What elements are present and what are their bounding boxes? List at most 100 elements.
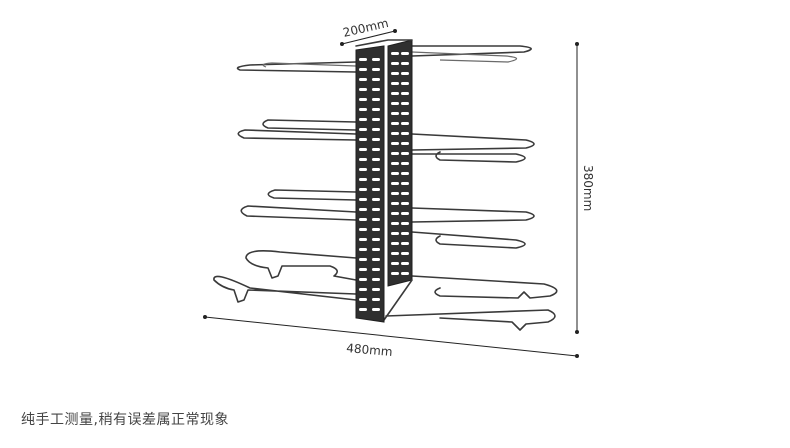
panel-slot [372,188,380,191]
panel-slot [359,298,367,301]
panel-slot [359,238,367,241]
panel-slot [391,192,399,195]
panel-slot [391,202,399,205]
panel-slot [391,62,399,65]
panel-slot [401,212,409,215]
panel-slot [359,188,367,191]
panel-slot [401,72,409,75]
height-label: 380mm [581,165,595,211]
panel-slot [372,248,380,251]
right-arm-4 [411,275,558,299]
panel-slot [391,172,399,175]
left-arm-1 [236,61,357,73]
rack-base-frame [355,39,413,321]
panel-slot [359,268,367,271]
panel-slot [372,258,380,261]
depth-endpoint-right [393,29,397,33]
panel-slot [359,208,367,211]
panel-slot [359,258,367,261]
panel-slot [401,182,409,185]
panel-slot [391,272,399,275]
width-endpoint-right [575,354,579,358]
panel-slot [391,182,399,185]
panel-slot [372,148,380,151]
panel-slot [359,138,367,141]
panel-slot [401,252,409,255]
panel-slot [359,158,367,161]
panel-slot [359,178,367,181]
panel-slot [372,138,380,141]
panel-slot [401,62,409,65]
panel-slot [401,162,409,165]
panel-slot [391,92,399,95]
panel-slot [391,262,399,265]
panel-slot [359,108,367,111]
panel-slot [391,82,399,85]
panel-slot [391,112,399,115]
panel-slot [391,212,399,215]
width-label: 480mm [346,341,393,359]
depth-endpoint-left [340,42,344,46]
panel-slot [372,278,380,281]
height-dimension: 380mm [575,42,595,334]
panel-slot [401,52,409,55]
panel-slot [359,118,367,121]
right-arms [385,45,558,331]
depth-dimension: 200mm [340,16,397,46]
panel-slot [401,92,409,95]
panel-slot [372,288,380,291]
panel-slot [401,232,409,235]
panel-slot [372,108,380,111]
panel-slot [359,218,367,221]
panel-slot [359,148,367,151]
panel-slot [372,268,380,271]
panel-slot [401,122,409,125]
panel-slot [391,142,399,145]
panel-slot [372,308,380,311]
panel-slot [359,198,367,201]
panel-slot [359,228,367,231]
panel-slot [359,78,367,81]
panel-slot [372,98,380,101]
panel-slot [372,88,380,91]
width-dimension: 480mm [203,315,579,359]
panel-slot [401,112,409,115]
panel-slot [401,172,409,175]
depth-dimension-line [341,30,396,45]
panel-slot [359,58,367,61]
panel-slot [372,218,380,221]
panel-slot [359,128,367,131]
depth-label: 200mm [342,16,390,40]
panel-slot [372,228,380,231]
panel-slot [391,242,399,245]
panel-slot [372,208,380,211]
width-endpoint-left [203,315,207,319]
panel-slot [372,118,380,121]
panel-slot [372,78,380,81]
panel-slot [372,298,380,301]
panel-slot [401,152,409,155]
panel-slot [359,308,367,311]
measurement-note: 纯手工测量,稍有误差属正常现象 [21,412,229,428]
width-dimension-line [204,316,578,357]
left-arm-3 [267,189,357,201]
rack-back-panel [387,39,413,287]
panel-slot [391,72,399,75]
panel-slot [391,232,399,235]
right-arm-2 [411,133,535,151]
panel-slot [401,132,409,135]
rack-front-panel [355,45,385,323]
panel-slot [359,248,367,251]
panel-slot [391,252,399,255]
panel-slot [359,88,367,91]
panel-slot [391,152,399,155]
right-arm-1 [411,45,532,57]
panel-slot [401,262,409,265]
panel-slot [372,178,380,181]
panel-slot [391,132,399,135]
panel-slot [391,52,399,55]
panel-slot [391,222,399,225]
panel-slot [372,198,380,201]
